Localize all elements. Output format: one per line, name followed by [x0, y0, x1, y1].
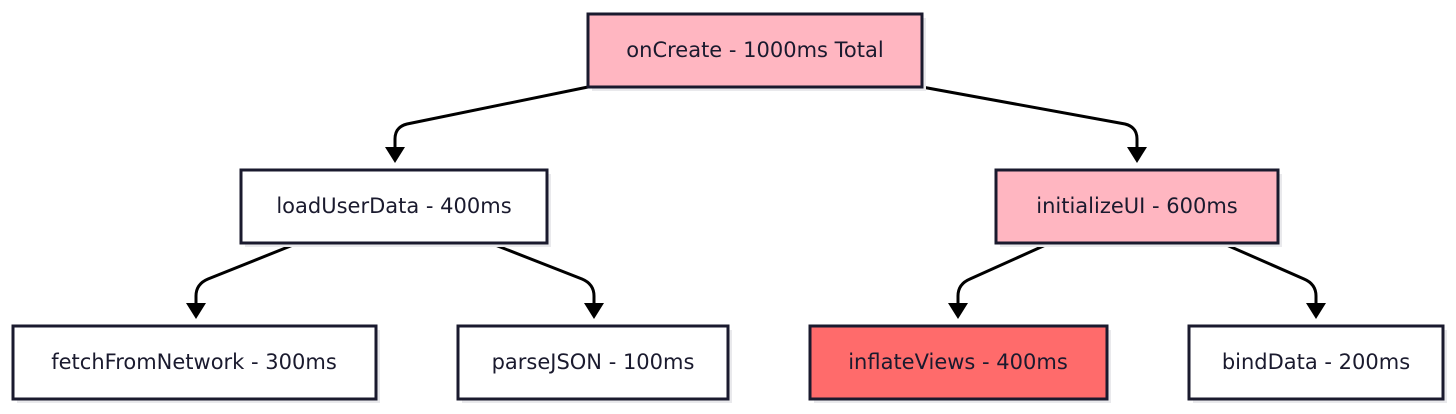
- node-label-parsejson: parseJSON - 100ms: [492, 350, 695, 374]
- node-box: [11, 324, 378, 401]
- edges-layer: [186, 85, 1326, 319]
- node-box: [586, 12, 924, 89]
- node-binddata[interactable]: bindData - 200ms: [1187, 324, 1447, 403]
- node-box: [1187, 324, 1445, 401]
- node-label-binddata: bindData - 200ms: [1222, 350, 1410, 374]
- node-label-inflateviews: inflateViews - 400ms: [848, 350, 1068, 374]
- node-label-oncreate: onCreate - 1000ms Total: [626, 38, 883, 62]
- arrow-head-parsejson: [584, 303, 604, 319]
- arrow-head-inflateviews: [948, 303, 968, 319]
- arrow-head-initializeui: [1127, 147, 1147, 163]
- edge-oncreate-loaduserdata: [393, 85, 589, 149]
- edge-loaduserdata-fetchfromnetwork: [194, 241, 299, 305]
- node-label-loaduserdata: loadUserData - 400ms: [276, 194, 511, 218]
- nodes-layer: onCreate - 1000ms Total loadUserData - 4…: [11, 12, 1447, 403]
- edge-loaduserdata-parsejson: [489, 241, 596, 305]
- edge-oncreate-initializeui: [921, 85, 1139, 149]
- node-initializeui[interactable]: initializeUI - 600ms: [994, 168, 1282, 247]
- edge-initializeui-inflateviews: [956, 241, 1051, 305]
- arrow-head-loaduserdata: [385, 147, 405, 163]
- arrow-head-fetchfromnetwork: [186, 303, 206, 319]
- arrow-head-binddata: [1306, 303, 1326, 319]
- edge-initializeui-binddata: [1221, 241, 1318, 305]
- node-box: [239, 168, 549, 245]
- node-parsejson[interactable]: parseJSON - 100ms: [456, 324, 732, 403]
- node-loaduserdata[interactable]: loadUserData - 400ms: [239, 168, 551, 247]
- node-oncreate[interactable]: onCreate - 1000ms Total: [586, 12, 926, 91]
- node-box: [456, 324, 730, 401]
- node-box: [808, 324, 1109, 401]
- node-label-fetchfromnetwork: fetchFromNetwork - 300ms: [51, 350, 337, 374]
- node-fetchfromnetwork[interactable]: fetchFromNetwork - 300ms: [11, 324, 380, 403]
- node-inflateviews[interactable]: inflateViews - 400ms: [808, 324, 1111, 403]
- node-label-initializeui: initializeUI - 600ms: [1036, 194, 1238, 218]
- node-box: [994, 168, 1280, 245]
